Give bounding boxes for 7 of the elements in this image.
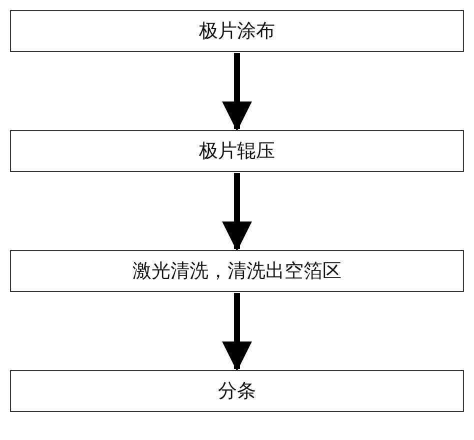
process-box: 极片辊压 bbox=[10, 130, 464, 172]
arrow bbox=[222, 173, 252, 252]
process-box: 极片涂布 bbox=[10, 10, 464, 52]
process-box: 分条 bbox=[10, 370, 464, 412]
process-box: 激光清洗，清洗出空箔区 bbox=[10, 250, 464, 292]
arrow bbox=[222, 53, 252, 132]
arrow bbox=[222, 293, 252, 372]
